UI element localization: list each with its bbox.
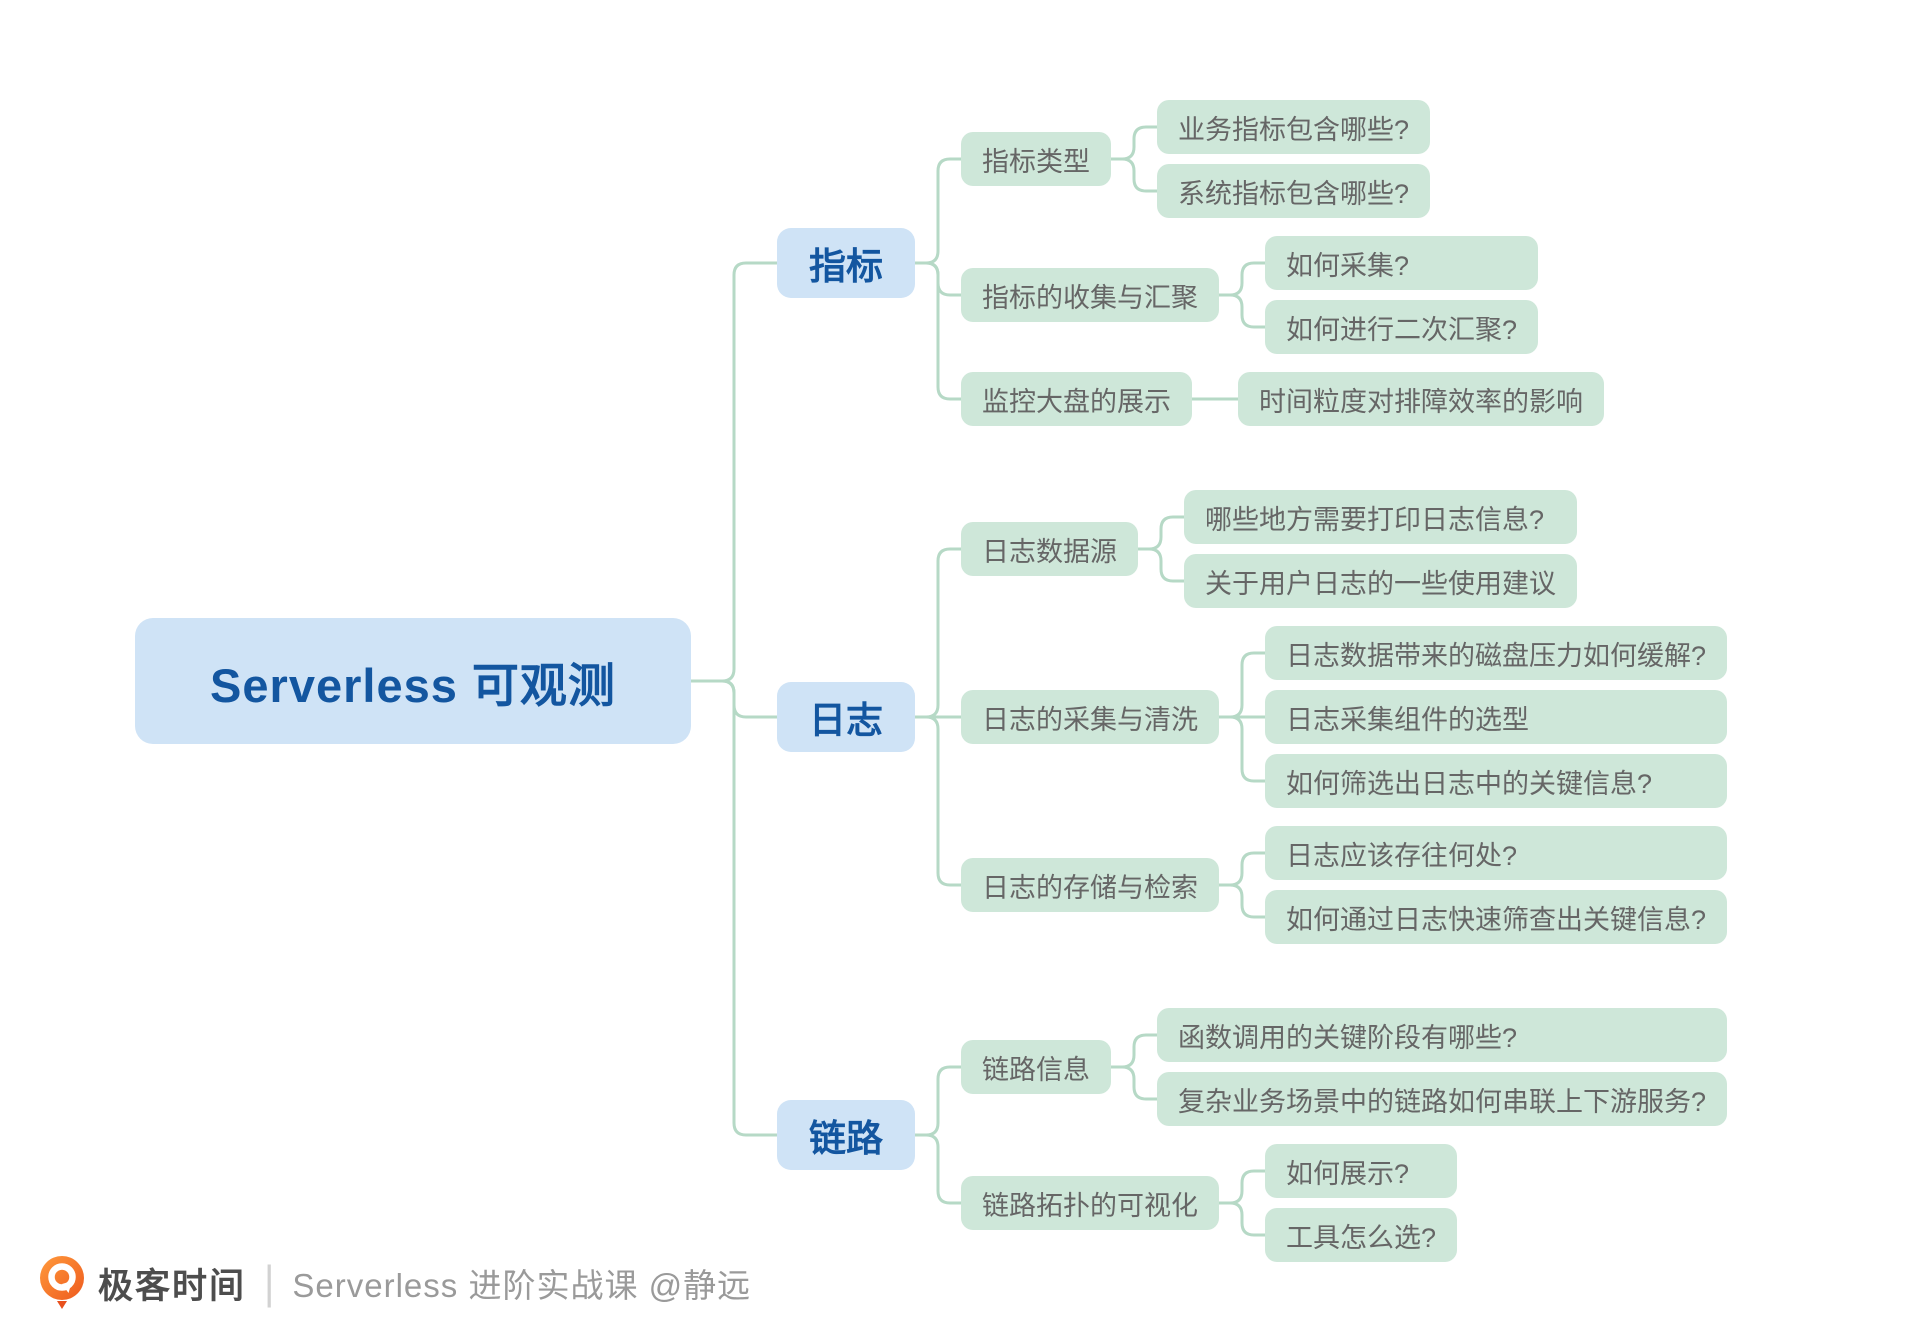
- leaves-column: 函数调用的关键阶段有哪些? 复杂业务场景中的链路如何串联上下游服务?: [1157, 1008, 1728, 1126]
- root-node: Serverless 可观测: [135, 618, 691, 744]
- topic-group: 链路拓扑的可视化如何展示? 工具怎么选?: [961, 1144, 1727, 1262]
- course-title: Serverless 进阶实战课 @静远: [292, 1267, 752, 1304]
- topic-node: 链路拓扑的可视化: [961, 1176, 1219, 1230]
- topic-node: 指标类型: [961, 132, 1111, 186]
- leaves-column: 业务指标包含哪些? 系统指标包含哪些?: [1157, 100, 1431, 218]
- leaves-column: 如何展示? 工具怎么选?: [1265, 1144, 1458, 1262]
- topic-group: 指标的收集与汇聚如何采集? 如何进行二次汇聚?: [961, 236, 1604, 354]
- topic-node: 指标的收集与汇聚: [961, 268, 1219, 322]
- topic-group: 链路信息函数调用的关键阶段有哪些? 复杂业务场景中的链路如何串联上下游服务?: [961, 1008, 1728, 1126]
- branch-group-logs: 日志 日志数据源哪些地方需要打印日志信息? 关于用户日志的一些使用建议日志的采集与清…: [777, 490, 1728, 944]
- branch-node-metrics: 指标: [777, 228, 915, 298]
- leaf-node: 工具怎么选?: [1265, 1208, 1458, 1262]
- leaf-node: 函数调用的关键阶段有哪些?: [1157, 1008, 1728, 1062]
- topic-node: 日志的采集与清洗: [961, 690, 1219, 744]
- leaves-column: 日志应该存往何处? 如何通过日志快速筛查出关键信息?: [1265, 826, 1728, 944]
- geektime-logo-icon: [40, 1256, 84, 1309]
- topic-group: 日志数据源哪些地方需要打印日志信息? 关于用户日志的一些使用建议: [961, 490, 1727, 608]
- leaf-node: 时间粒度对排障效率的影响: [1238, 372, 1604, 426]
- branch-node-tracing: 链路: [777, 1100, 915, 1170]
- leaf-node: 如何进行二次汇聚?: [1265, 300, 1539, 354]
- leaves-column: 哪些地方需要打印日志信息? 关于用户日志的一些使用建议: [1184, 490, 1577, 608]
- topic-group: 监控大盘的展示时间粒度对排障效率的影响: [961, 372, 1604, 426]
- footer-divider: |: [264, 1257, 275, 1308]
- leaf-node: 如何展示?: [1265, 1144, 1458, 1198]
- topic-node: 日志的存储与检索: [961, 858, 1219, 912]
- leaf-node: 系统指标包含哪些?: [1157, 164, 1431, 218]
- mindmap-tree: Serverless 可观测指标指标类型业务指标包含哪些?系统指标包含哪些?指标…: [135, 100, 1728, 1262]
- leaves-column: 时间粒度对排障效率的影响: [1238, 372, 1604, 426]
- leaf-node: 如何通过日志快速筛查出关键信息?: [1265, 890, 1728, 944]
- brand-name: 极客时间: [98, 1266, 247, 1306]
- leaf-node: 业务指标包含哪些?: [1157, 100, 1431, 154]
- leaves-column: 日志数据带来的磁盘压力如何缓解? 日志采集组件的选型如何筛选出日志中的关键信息?: [1265, 626, 1728, 808]
- topics-column: 日志数据源哪些地方需要打印日志信息?关于用户日志的一些使用建议日志的采集与清洗日…: [961, 490, 1728, 944]
- topic-group: 日志的采集与清洗日志数据带来的磁盘压力如何缓解? 日志采集组件的选型如何筛选出日志…: [961, 626, 1728, 808]
- topic-node: 监控大盘的展示: [961, 372, 1192, 426]
- leaf-node: 哪些地方需要打印日志信息?: [1184, 490, 1577, 544]
- branch-group-tracing: 链路链路信息函数调用的关键阶段有哪些?复杂业务场景中的链路如何串联上下游服务?链…: [777, 1008, 1728, 1262]
- topic-group: 日志的存储与检索日志应该存往何处? 如何通过日志快速筛查出关键信息?: [961, 826, 1728, 944]
- leaf-node: 复杂业务场景中的链路如何串联上下游服务?: [1157, 1072, 1728, 1126]
- leaf-node: 日志数据带来的磁盘压力如何缓解?: [1265, 626, 1728, 680]
- branches-column: 指标指标类型业务指标包含哪些? 系统指标包含哪些? 指标的收集与汇聚如何采集? 如何进…: [777, 100, 1728, 1262]
- topic-node: 日志数据源: [961, 522, 1138, 576]
- leaf-node: 日志采集组件的选型: [1265, 690, 1728, 744]
- topics-column: 链路信息函数调用的关键阶段有哪些? 复杂业务场景中的链路如何串联上下游服务? 链路拓…: [961, 1008, 1728, 1262]
- topic-node: 链路信息: [961, 1040, 1111, 1094]
- leaf-node: 如何采集?: [1265, 236, 1539, 290]
- branch-group-metrics: 指标指标类型业务指标包含哪些? 系统指标包含哪些? 指标的收集与汇聚如何采集? 如何进…: [777, 100, 1727, 426]
- leaves-column: 如何采集? 如何进行二次汇聚?: [1265, 236, 1539, 354]
- leaf-node: 关于用户日志的一些使用建议: [1184, 554, 1577, 608]
- leaf-node: 如何筛选出日志中的关键信息?: [1265, 754, 1728, 808]
- footer-brand-bar: 极客时间 | Serverless 进阶实战课 @静远: [37, 1255, 751, 1311]
- leaf-node: 日志应该存往何处?: [1265, 826, 1728, 880]
- topic-group: 指标类型业务指标包含哪些? 系统指标包含哪些?: [961, 100, 1604, 218]
- topics-column: 指标类型业务指标包含哪些? 系统指标包含哪些? 指标的收集与汇聚如何采集? 如何进行二…: [961, 100, 1604, 426]
- branch-node-logs: 日志: [777, 682, 915, 752]
